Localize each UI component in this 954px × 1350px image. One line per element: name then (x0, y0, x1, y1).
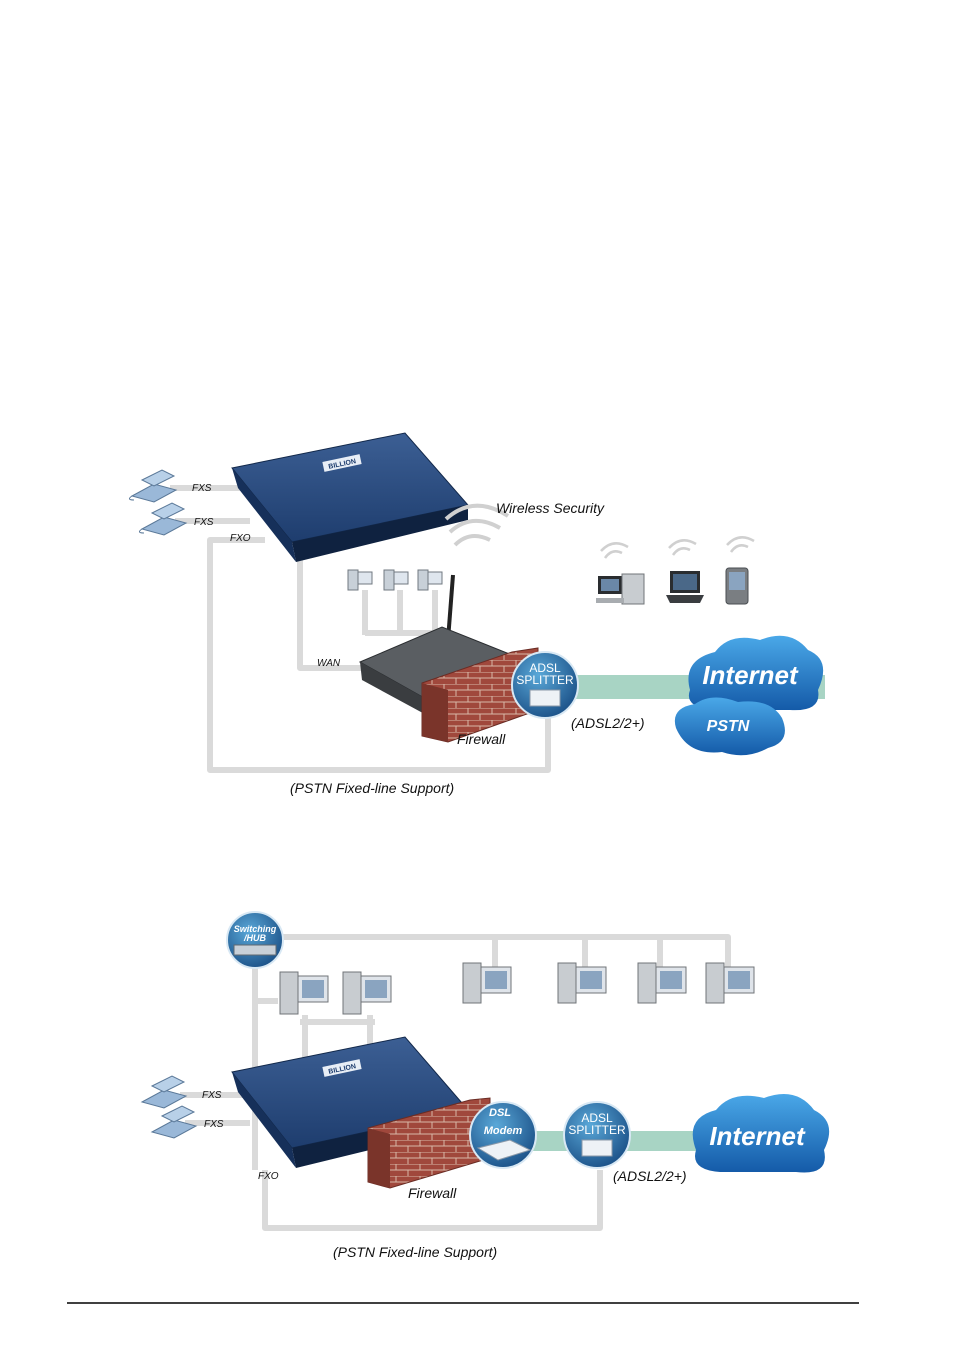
adsl-label: (ADSL2/2+) (613, 1168, 687, 1184)
pstn-support-label: (PSTN Fixed-line Support) (333, 1244, 497, 1260)
voip-router: BILLION (232, 433, 468, 562)
modem-label: Modem (484, 1125, 523, 1137)
desktop-computer-icon (596, 574, 644, 604)
dsl-label: DSL (489, 1107, 511, 1119)
phone-icon (142, 1076, 186, 1108)
firewall-label: Firewall (408, 1185, 457, 1201)
laptop-icon (666, 571, 704, 603)
pstn-support-label: (PSTN Fixed-line Support) (290, 780, 454, 796)
fxo-label: FXO (258, 1171, 279, 1182)
computer-icon (418, 570, 442, 590)
fxs-label: FXS (204, 1119, 224, 1130)
dsl-modem-badge: DSL Modem (470, 1102, 536, 1168)
diagram-2: Switching /HUB (142, 912, 829, 1260)
computer-icon (463, 963, 511, 1003)
internet-cloud: Internet (693, 1094, 829, 1173)
computer-icon (343, 972, 391, 1014)
hub-label-line2: /HUB (243, 933, 266, 943)
computer-icon (348, 570, 372, 590)
splitter-label-line2: SPLITTER (516, 673, 574, 687)
computer-icon (280, 972, 328, 1014)
splitter-label-line2: SPLITTER (568, 1123, 626, 1137)
wireless-security-label: Wireless Security (496, 500, 605, 516)
switching-hub-badge: Switching /HUB (227, 912, 283, 968)
wan-label: WAN (317, 658, 341, 669)
computer-icon (638, 963, 686, 1003)
internet-label: Internet (709, 1121, 806, 1151)
fxo-label: FXO (230, 533, 251, 544)
firewall-label: Firewall (457, 731, 506, 747)
adsl-label: (ADSL2/2+) (571, 715, 645, 731)
adsl-splitter-badge: ADSL SPLITTER (564, 1102, 630, 1168)
computer-icon (558, 963, 606, 1003)
adsl-splitter-badge: ADSL SPLITTER (512, 652, 578, 718)
diagram-1: BILLION (129, 433, 825, 796)
pstn-label: PSTN (707, 718, 750, 735)
pstn-cloud: PSTN (675, 697, 785, 755)
wireless-signal-icon (601, 537, 754, 558)
pda-icon (726, 568, 748, 604)
internet-label: Internet (702, 660, 799, 690)
computer-icon (706, 963, 754, 1003)
phone-icon (129, 470, 176, 502)
fxs-label: FXS (202, 1090, 222, 1101)
fxs-label: FXS (192, 483, 212, 494)
computer-icon (384, 570, 408, 590)
fxs-label: FXS (194, 517, 214, 528)
